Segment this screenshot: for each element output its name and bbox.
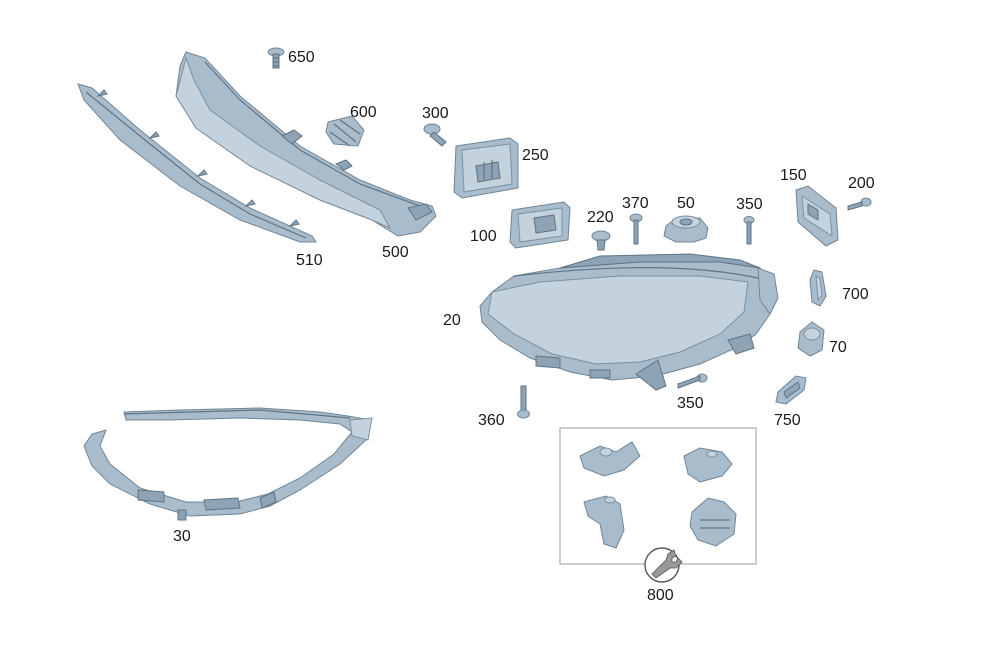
label-70: 70 bbox=[829, 339, 847, 356]
part-100-control-module[interactable] bbox=[509, 201, 571, 249]
label-200: 200 bbox=[848, 175, 875, 192]
label-500: 500 bbox=[382, 244, 409, 261]
label-50: 50 bbox=[677, 195, 695, 212]
label-100: 100 bbox=[470, 228, 497, 245]
label-370: 370 bbox=[622, 195, 649, 212]
part-30-frame[interactable] bbox=[83, 407, 373, 521]
kit-800-bracket-4[interactable] bbox=[689, 497, 737, 547]
label-350-lower: 350 bbox=[677, 395, 704, 412]
kit-800-bracket-2[interactable] bbox=[683, 447, 733, 483]
label-360: 360 bbox=[478, 412, 505, 429]
part-250-control-module[interactable] bbox=[453, 137, 519, 199]
part-70-cap[interactable] bbox=[797, 321, 825, 357]
label-700: 700 bbox=[842, 286, 869, 303]
label-30: 30 bbox=[173, 528, 191, 545]
label-650: 650 bbox=[288, 49, 315, 66]
label-150: 150 bbox=[780, 167, 807, 184]
part-500-trim-panel[interactable] bbox=[175, 51, 437, 237]
part-510-trim-strip[interactable] bbox=[77, 83, 317, 243]
label-250: 250 bbox=[522, 147, 549, 164]
part-360-screw[interactable] bbox=[517, 385, 530, 419]
label-510: 510 bbox=[296, 252, 323, 269]
part-650-screw[interactable] bbox=[267, 47, 285, 69]
part-600-grille-clip[interactable] bbox=[325, 115, 365, 147]
kit-800-box bbox=[559, 427, 757, 583]
label-800: 800 bbox=[647, 587, 674, 604]
part-300-screw[interactable] bbox=[423, 123, 447, 147]
part-220-push-clip[interactable] bbox=[591, 230, 611, 251]
label-300: 300 bbox=[422, 105, 449, 122]
label-750: 750 bbox=[774, 412, 801, 429]
part-20-headlamp-housing[interactable] bbox=[479, 253, 779, 391]
part-700-seal-ring[interactable] bbox=[809, 269, 827, 307]
part-750-cover[interactable] bbox=[775, 375, 807, 405]
part-50-fan-unit[interactable] bbox=[663, 215, 709, 243]
label-20: 20 bbox=[443, 312, 461, 329]
label-220: 220 bbox=[587, 209, 614, 226]
part-350-screw-upper[interactable] bbox=[743, 216, 755, 245]
part-350-screw-lower[interactable] bbox=[677, 373, 708, 389]
part-200-screw[interactable] bbox=[847, 197, 872, 211]
kit-800-bracket-3[interactable] bbox=[583, 495, 625, 549]
kit-800-bracket-1[interactable] bbox=[579, 441, 641, 477]
label-350-upper: 350 bbox=[736, 196, 763, 213]
part-370-screw[interactable] bbox=[629, 213, 643, 245]
part-150-bracket-module[interactable] bbox=[795, 185, 839, 247]
wrench-icon bbox=[644, 547, 683, 583]
label-600: 600 bbox=[350, 104, 377, 121]
